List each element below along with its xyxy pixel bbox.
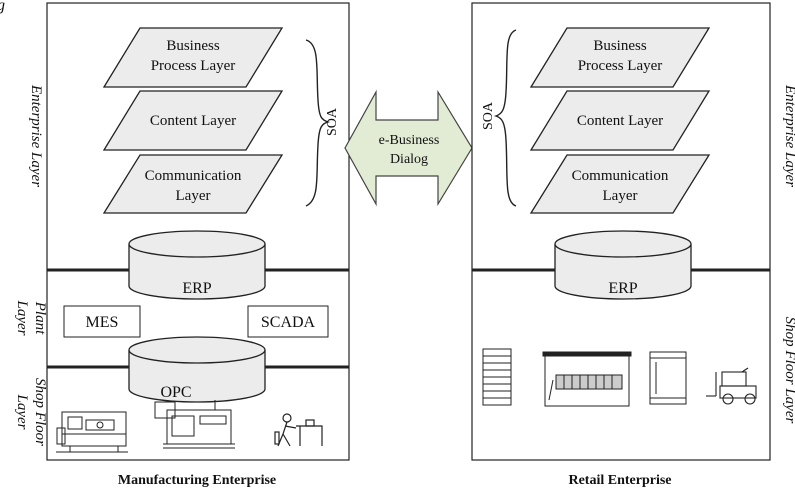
container-icon xyxy=(649,351,687,405)
warehouse-icon xyxy=(542,351,632,407)
plant-layer-label-2: Layer xyxy=(14,300,30,336)
svg-text:ERP: ERP xyxy=(608,280,637,297)
svg-text:Communication: Communication xyxy=(572,168,669,184)
right-enterprise-layer-label: Enterprise Layer xyxy=(782,84,795,187)
soa-brace xyxy=(305,39,331,207)
dialog-label-2: Dialog xyxy=(390,152,428,167)
right-shop-floor-layer-label: Shop Floor Layer xyxy=(782,317,795,424)
svg-text:Business: Business xyxy=(166,38,220,54)
svg-text:Content Layer: Content Layer xyxy=(150,113,236,129)
e-business-dialog-arrow: e-Business Dialog xyxy=(344,89,473,207)
svg-text:Process Layer: Process Layer xyxy=(151,58,236,74)
soa-label: SOA xyxy=(325,107,340,136)
svg-text:Content Layer: Content Layer xyxy=(577,113,663,129)
business-process-layer: Business Process Layer xyxy=(102,27,284,88)
storage-rack-icon xyxy=(482,348,512,406)
svg-text:OPC: OPC xyxy=(160,384,191,401)
svg-text:Layer: Layer xyxy=(603,188,638,204)
svg-text:Layer: Layer xyxy=(176,188,211,204)
scada-box: SCADA xyxy=(247,305,329,338)
milling-machine-icon xyxy=(154,400,235,449)
mes-box: MES xyxy=(63,305,141,338)
shop-floor-layer-label-2: Layer xyxy=(14,394,30,430)
right-content-layer: Content Layer xyxy=(529,90,711,151)
enterprise-layer-label: Enterprise Layer xyxy=(28,84,44,187)
forklift-icon xyxy=(706,367,757,405)
shop-floor-layer-label-1: Shop Floor xyxy=(32,378,48,446)
communication-layer: Communication Layer xyxy=(102,154,284,214)
dialog-label-1: e-Business xyxy=(379,133,440,148)
opc-database: OPC xyxy=(128,336,266,403)
svg-text:Communication: Communication xyxy=(145,168,242,184)
right-business-process-layer: Business Process Layer xyxy=(529,27,711,88)
svg-text:Business: Business xyxy=(593,38,647,54)
worker-at-bench-icon xyxy=(274,413,323,447)
manufacturing-enterprise-title: Manufacturing Enterprise xyxy=(118,473,276,488)
svg-text:SCADA: SCADA xyxy=(261,314,316,331)
svg-text:ERP: ERP xyxy=(182,280,211,297)
right-soa-label: SOA xyxy=(481,101,496,130)
cnc-machine-icon xyxy=(56,411,128,453)
svg-text:Process Layer: Process Layer xyxy=(578,58,663,74)
plant-layer-label-1: Plant xyxy=(32,301,48,335)
manufacturing-enterprise: Enterprise Layer Plant Layer Shop Floor … xyxy=(14,2,350,488)
right-soa-brace xyxy=(493,29,517,207)
right-erp-database: ERP xyxy=(554,230,692,300)
content-layer: Content Layer xyxy=(102,90,284,151)
svg-text:MES: MES xyxy=(86,314,119,331)
retail-enterprise: Enterprise Layer Shop Floor Layer SOA Bu… xyxy=(471,2,795,488)
erp-database: ERP xyxy=(128,230,266,300)
svg-text:g: g xyxy=(0,0,5,14)
retail-enterprise-title: Retail Enterprise xyxy=(568,473,671,488)
right-communication-layer: Communication Layer xyxy=(529,154,711,214)
